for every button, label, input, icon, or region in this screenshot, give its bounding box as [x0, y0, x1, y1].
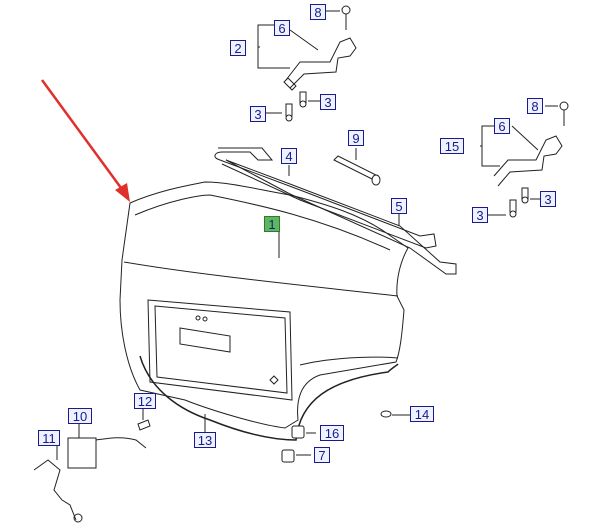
- left-hinge: [283, 5, 357, 91]
- callout-4: 4: [281, 148, 297, 164]
- weatherstrip: [139, 355, 399, 441]
- pointer-arrow: [40, 79, 130, 202]
- trunk-lid: [119, 181, 409, 429]
- callout-12: 12: [134, 393, 156, 409]
- callout-3: 3: [540, 191, 556, 207]
- callout-6: 6: [494, 118, 510, 134]
- bolts: [285, 91, 529, 218]
- torsion-bars: [214, 147, 457, 275]
- callout-2: 2: [230, 40, 246, 56]
- callout-1: 1: [264, 216, 280, 232]
- callout-11: 11: [38, 430, 60, 446]
- trunk-rod: [333, 155, 381, 186]
- callout-5: 5: [391, 198, 407, 214]
- callout-10: 10: [68, 408, 92, 424]
- callout-13: 13: [194, 432, 216, 448]
- leader-lines: [56, 10, 558, 460]
- callout-3: 3: [250, 106, 266, 122]
- callout-3: 3: [320, 94, 336, 110]
- callout-16: 16: [320, 425, 344, 441]
- callout-8: 8: [310, 4, 326, 20]
- callout-14: 14: [410, 406, 434, 422]
- callout-7: 7: [314, 447, 330, 463]
- latch-assembly: [33, 419, 151, 523]
- callout-9: 9: [348, 130, 364, 146]
- callout-15: 15: [440, 138, 464, 154]
- callout-3: 3: [472, 207, 488, 223]
- small-parts: [281, 410, 392, 463]
- callout-8: 8: [527, 98, 543, 114]
- right-hinge: [493, 101, 569, 187]
- callout-6: 6: [274, 20, 290, 36]
